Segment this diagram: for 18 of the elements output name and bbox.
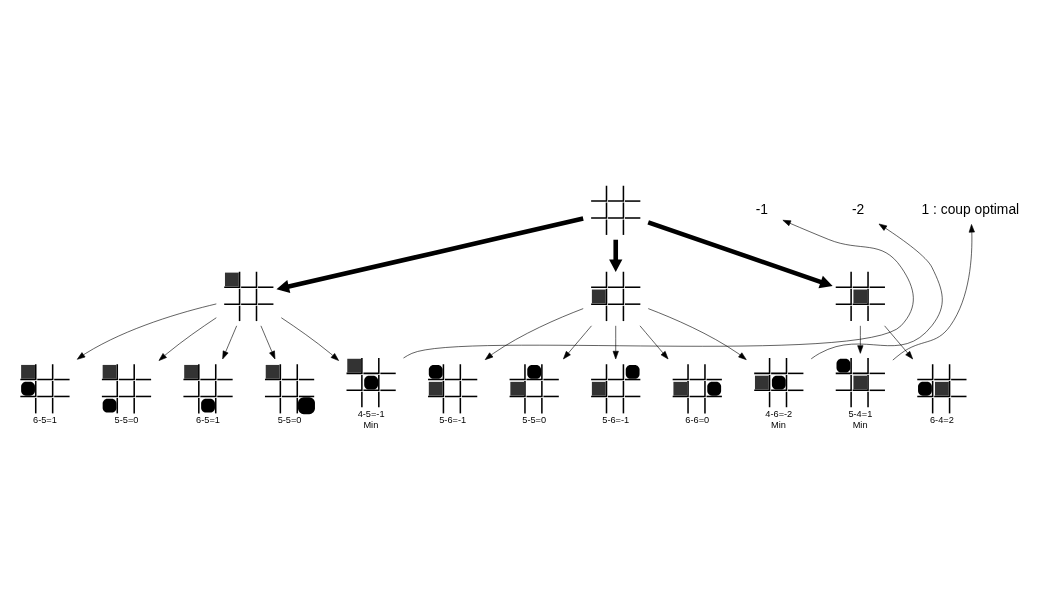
node-label: 5-5=0	[114, 415, 139, 426]
node-label: 4-6=-2	[765, 408, 793, 419]
node-label: Min	[771, 420, 786, 431]
node-label: 6-6=0	[685, 415, 710, 426]
node-label: Min	[852, 420, 868, 431]
node-label: 6-5=1	[196, 415, 220, 426]
node-label: 5-6=-1	[439, 415, 467, 426]
node-text: -2	[851, 200, 865, 217]
node-label: 5-5=0	[522, 415, 547, 426]
node-label: 5-4=1	[848, 408, 873, 419]
node-text: -1	[755, 200, 769, 217]
node-label: 4-5=-1	[357, 408, 385, 419]
node-label: 5-5=0	[277, 415, 302, 426]
node-label: 6-5=1	[33, 415, 57, 426]
node-label: 6-4=2	[929, 415, 954, 426]
node-label: Min	[363, 420, 379, 431]
node-label: 5-6=-1	[602, 415, 630, 426]
node-text: 1 : coup optimal	[921, 200, 1020, 217]
